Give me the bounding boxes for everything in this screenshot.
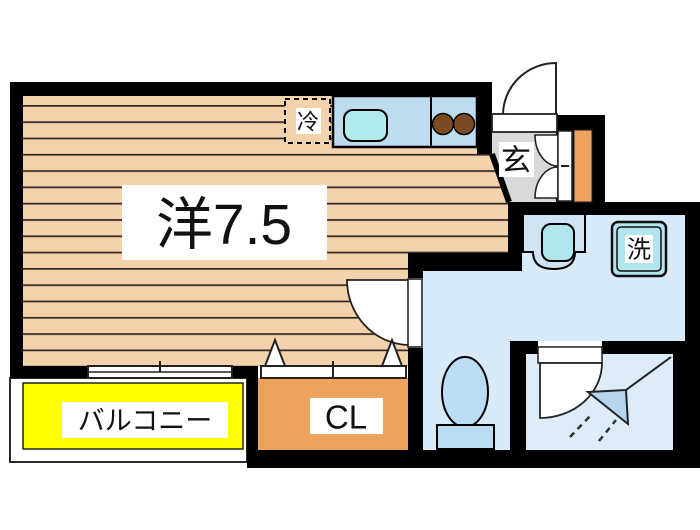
closet-door: [260, 337, 407, 379]
balcony-label: バルコニー: [78, 406, 212, 436]
washing-machine-inner: [616, 226, 662, 272]
main-room-label: 洋7.5: [156, 193, 292, 257]
shower-corner-line: [625, 356, 672, 391]
wall-bottom: [247, 450, 700, 468]
closet-label-bg: [310, 398, 383, 434]
wall-right-upper: [685, 202, 700, 345]
wall-left: [10, 82, 23, 378]
wall-bottom-left: [10, 366, 88, 378]
kitchen-sink: [343, 109, 388, 142]
wall-kitchen-right: [477, 82, 492, 154]
shower-head-icon: [585, 388, 630, 427]
walls: [10, 82, 700, 468]
wash-basin: [541, 223, 575, 262]
entrance-storage: [534, 129, 593, 203]
toilet-tank: [436, 424, 495, 450]
entrance-label-bg: [499, 142, 534, 177]
wall-washroom-left: [408, 348, 423, 458]
washroom-door-swing-icon: [346, 279, 411, 346]
bath-door-swing-icon: [539, 362, 603, 419]
stove-burner-left: [431, 112, 455, 136]
washer-label: 洗: [627, 237, 651, 264]
balcony-label-bg: [62, 402, 228, 438]
kitchen-counter: [331, 94, 479, 149]
wall-bath-left: [510, 341, 526, 452]
entrance-door: [491, 61, 558, 133]
entrance-threshold: [491, 113, 558, 133]
closet-label: CL: [325, 399, 367, 436]
bath-threshold: [537, 346, 603, 364]
wall-entrance-diagonal: [489, 152, 512, 204]
wall-door-jamb: [408, 253, 423, 278]
toilet-bowl: [441, 356, 489, 428]
wall-top: [10, 82, 492, 96]
shoe-cabinet: [573, 129, 593, 203]
entrance-door-swing-icon: [501, 61, 557, 116]
wall-closet-left: [247, 366, 258, 463]
entrance-label: 玄: [501, 145, 531, 178]
bathroom-fittings: [537, 346, 672, 442]
wall-bath-top-right: [602, 341, 687, 354]
refrigerator-space: [284, 98, 331, 144]
balcony-sliding-door: [87, 361, 233, 379]
wall-nook-horizontal: [408, 253, 522, 271]
labels: 洋7.5 バルコニー CL 玄 洗 冷: [62, 108, 653, 438]
washroom-door-leaf: [407, 278, 423, 348]
wall-washroom-top: [508, 202, 700, 215]
refrigerator-label-bg: [296, 108, 321, 134]
main-room-label-bg: [122, 185, 327, 260]
shower-spray-line-1: [569, 413, 593, 438]
washer-label-bg: [625, 235, 653, 263]
washroom-door: [346, 278, 423, 348]
stove-burner-right: [452, 112, 476, 136]
refrigerator-label: 冷: [297, 110, 319, 135]
wall-right-lower: [673, 341, 700, 468]
shower-spray-line-2: [598, 419, 617, 442]
